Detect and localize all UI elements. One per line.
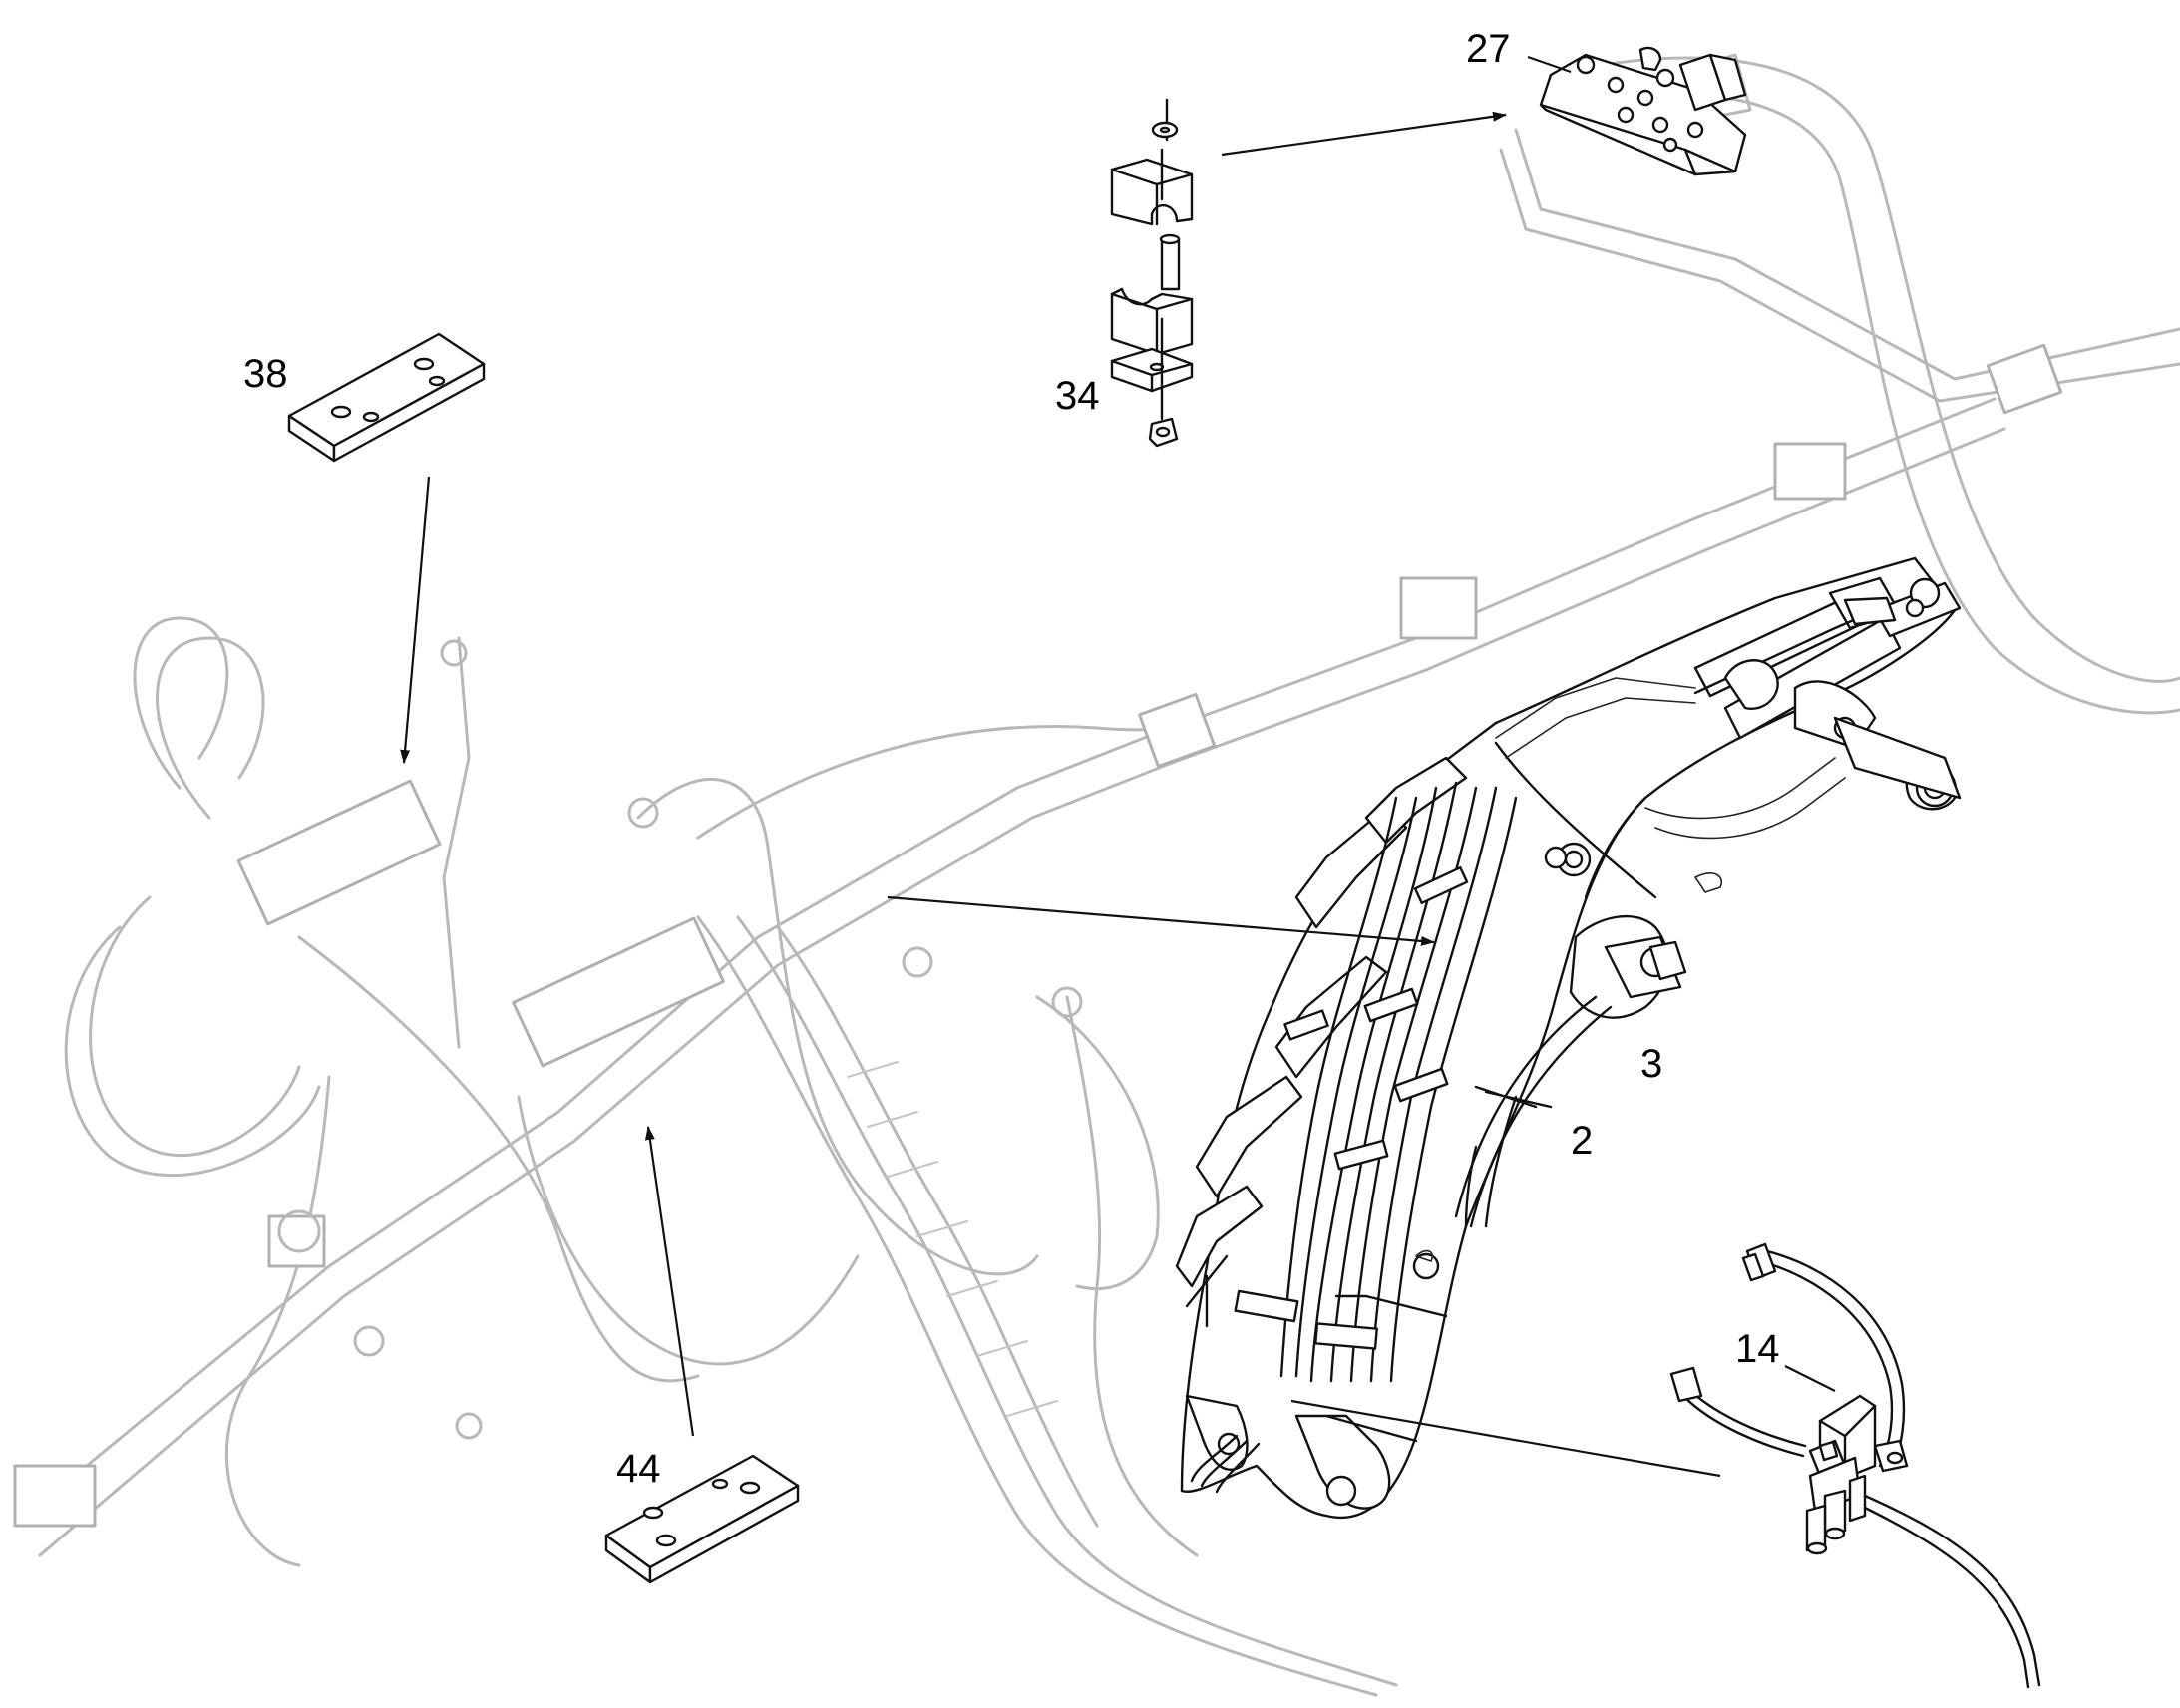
bracket-plate-27: [1539, 46, 1747, 176]
arrow-44: [644, 1126, 695, 1437]
callout-34: 34: [1055, 374, 1100, 418]
hose-clamp-34: [1110, 98, 1194, 448]
leader-lines: [400, 55, 1836, 1478]
callout-labels: 27 34 38 44 3 2 14: [243, 27, 1780, 1491]
callout-2: 2: [1571, 1119, 1593, 1163]
callout-38: 38: [243, 352, 288, 396]
callout-14: 14: [1735, 1327, 1780, 1371]
arrow-to-boom: [887, 895, 1435, 946]
callout-44: 44: [616, 1447, 661, 1491]
leader-14: [1784, 1365, 1836, 1392]
boom-assembly: [1175, 556, 1962, 1520]
arrow-38: [400, 476, 431, 764]
plate-44: [604, 1454, 800, 1584]
leader-14-to-boom: [1290, 1399, 1721, 1478]
ghost-hose-assembly: [13, 53, 2180, 1697]
arrow-34-to-27: [1221, 111, 1507, 157]
callout-27: 27: [1466, 27, 1511, 71]
callout-3: 3: [1640, 1042, 1662, 1086]
plate-38: [287, 332, 486, 463]
valve-14: [1669, 1242, 2041, 1689]
leader-27: [1527, 55, 1572, 74]
